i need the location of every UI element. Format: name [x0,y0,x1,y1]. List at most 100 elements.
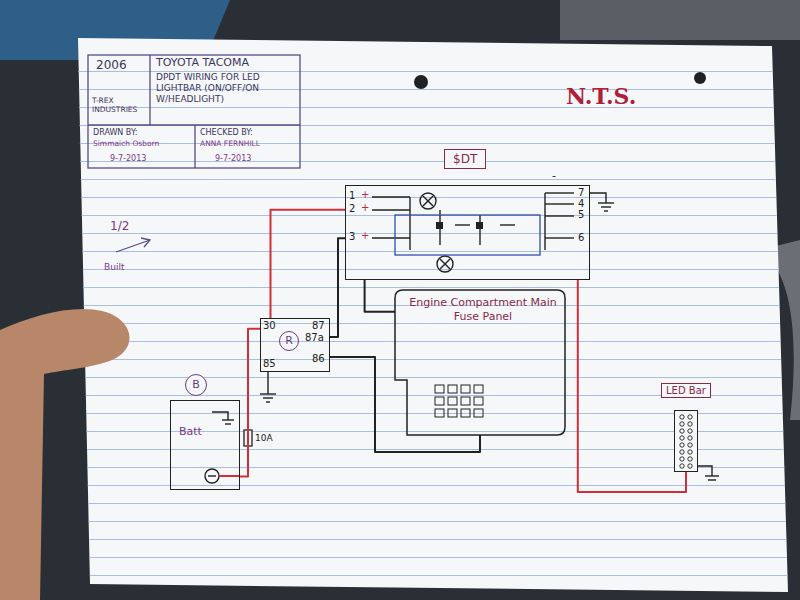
fuse-slot [448,409,457,417]
label-anchor: Simmaich Osborn [93,140,193,149]
label-anchor: 2006 [96,59,127,73]
label-anchor: ANNA FERNHILL [200,140,298,149]
label-anchor: TOYOTA TACOMA [156,57,249,70]
signature: Simmaich Osborn [93,140,193,149]
wire [271,210,346,318]
fuse-slot [474,385,483,393]
drawing-title: DPDT WIRING FOR LED LIGHTBAR (ON/OFF/ON … [156,72,296,105]
relay-pin: 85 [263,358,276,370]
label-anchor: T-REX INDUSTRIES [92,97,148,114]
led-cell [679,456,683,460]
fuse-rating: 10A [255,433,273,443]
led-cell [679,414,683,418]
fuse-slot [448,385,457,393]
date: 9-7-2013 [110,154,146,163]
polarity-mark: + [361,230,369,242]
led-array [674,410,698,472]
sheet-number: 1/2 [110,220,129,234]
label-anchor: - [552,170,556,183]
fuse-slot [435,409,444,417]
pin-number: 3 [349,231,355,243]
title-text: TOYOTA TACOMA [156,57,249,70]
led-cell [679,428,683,432]
fuse-slot [474,397,483,405]
scale-note: N.T.S. [566,84,636,109]
signature: ANNA FERNHILL [200,140,298,149]
company-name: T-REX INDUSTRIES [92,97,148,114]
wire [365,280,395,312]
garage-wall [560,0,800,40]
text-holder: R [279,331,299,351]
ground-symbol [260,372,276,402]
label-anchor: 87 [312,320,325,332]
polarity-mark: + [361,189,369,201]
led-cell [679,435,683,439]
field-label: DRAWN BY: [93,128,137,137]
wire [330,357,480,452]
relay-pin: 30 [263,320,276,332]
label-anchor: 85 [263,358,276,370]
punch-hole [694,72,706,84]
ground-symbol [590,193,614,211]
battery-name: Batt [179,425,202,438]
polarity-mark: + [361,202,369,214]
battery-ground [212,412,234,424]
ground-symbol [698,466,719,480]
led-cell [687,428,691,432]
led-cell [679,449,683,453]
label-anchor: 9-7-2013 [215,154,251,163]
punch-hole [414,75,428,89]
relay-tag: R [279,331,299,351]
fuse-slot [448,397,457,405]
dpdt-switch: $DT [345,185,590,280]
led-cell [687,442,691,446]
fuse-slot [461,385,470,393]
switch-contact-frame [395,215,540,255]
label-anchor: Built [104,262,124,272]
text-holder: Engine Compartment Main Fuse Panel [409,296,557,325]
fuse-slot [461,409,470,417]
label-anchor: 10A [255,433,273,443]
led-cell [687,449,691,453]
relay-pin: 87 [312,320,325,332]
pin-number: 5 [578,209,584,221]
label-anchor: 86 [312,353,325,365]
text-holder: B [185,374,207,396]
fuse-slot [474,409,483,417]
label-anchor: CHECKED BY: [200,128,253,137]
label-anchor: 7 [578,187,584,199]
label-anchor: DRAWN BY: [93,128,137,137]
paper-sheet [78,38,788,592]
polarity-mark: - [552,170,556,183]
pin-number: 2 [349,203,355,215]
text-holder: Batt [179,425,202,438]
pin-number: 6 [578,232,584,244]
led-cell [679,442,683,446]
label-anchor: 3 [349,231,355,243]
label-anchor: + [361,189,369,201]
fuse-slot [461,397,470,405]
label-anchor: 30 [263,320,276,332]
label-anchor: 4 [578,198,584,210]
text-holder: LED Bar [661,383,711,398]
led-cell [687,456,691,460]
fuse-slot [435,385,444,393]
label-anchor: + [361,202,369,214]
relay-pin: 86 [312,353,325,365]
led-cell [687,421,691,425]
title-text: 2006 [96,59,127,73]
led-cell [679,421,683,425]
label-anchor: 6 [578,232,584,244]
relay-pin: 87a [305,332,324,344]
wire [330,238,345,337]
battery-tag: B [185,374,207,396]
label-anchor: 87a [305,332,324,344]
label-anchor: 1/2 [110,220,129,234]
led-cell [687,463,691,467]
battery-terminal [205,469,219,483]
label-anchor: 9-7-2013 [110,154,146,163]
label-anchor: 1 [349,190,355,202]
switch-tag: $DT [444,149,486,169]
fuse-panel: Engine Compartment Main Fuse Panel [395,290,565,435]
